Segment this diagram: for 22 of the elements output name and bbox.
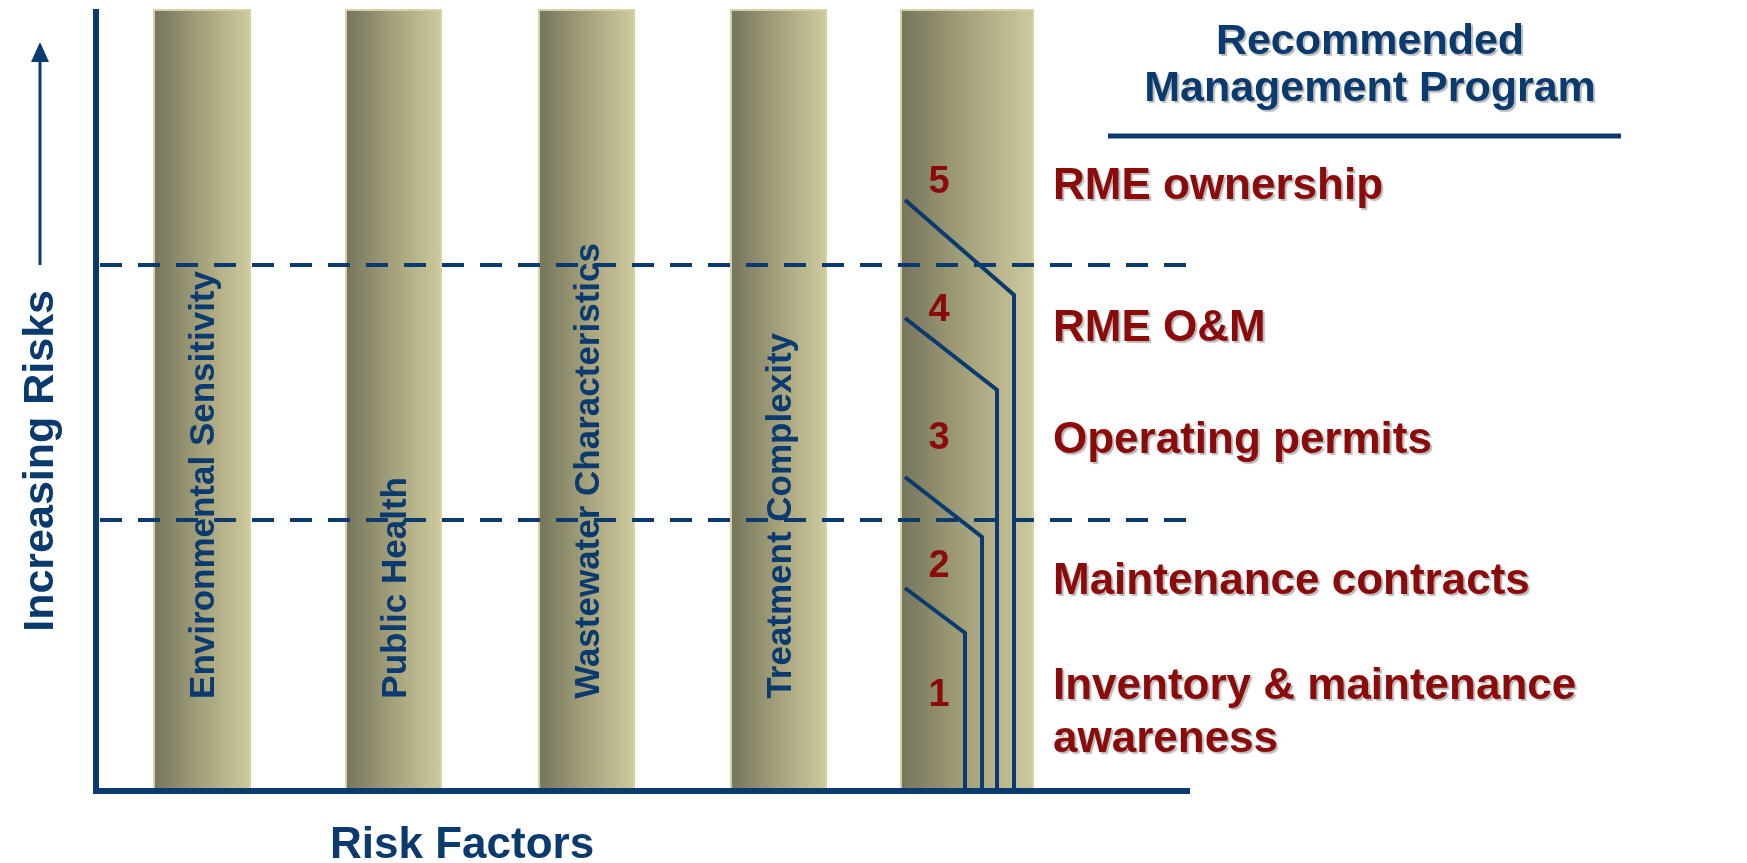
program-label: Inventory & maintenance awareness (1053, 658, 1578, 763)
axis-title: Risk Factors (330, 818, 595, 863)
program-label: Operating permits (1053, 411, 1432, 464)
level-number: 1 (928, 671, 950, 715)
level-number: 4 (928, 286, 950, 330)
axis-title: Increasing Risks (14, 290, 63, 632)
risk-factor-bar (345, 9, 442, 791)
program-label: RME ownership (1053, 157, 1384, 210)
program-level-bar (900, 9, 1034, 791)
program-label: RME O&M (1053, 299, 1266, 352)
program-label: Maintenance contracts (1053, 552, 1530, 605)
level-number: 2 (928, 542, 950, 586)
risk-factor-bar (153, 9, 251, 791)
bar-label: Wastewater Characteristics (566, 243, 607, 699)
risk-factor-bar (538, 9, 635, 791)
bar-label: Treatment Complexity (758, 333, 799, 699)
risk-factor-bar (730, 9, 827, 791)
bar-label: Public Health (373, 477, 414, 699)
level-number: 5 (928, 158, 950, 202)
bar-label: Environmental Sensitivity (182, 271, 222, 699)
heading: Recommended Management Program (1143, 16, 1597, 111)
level-number: 3 (928, 414, 950, 458)
